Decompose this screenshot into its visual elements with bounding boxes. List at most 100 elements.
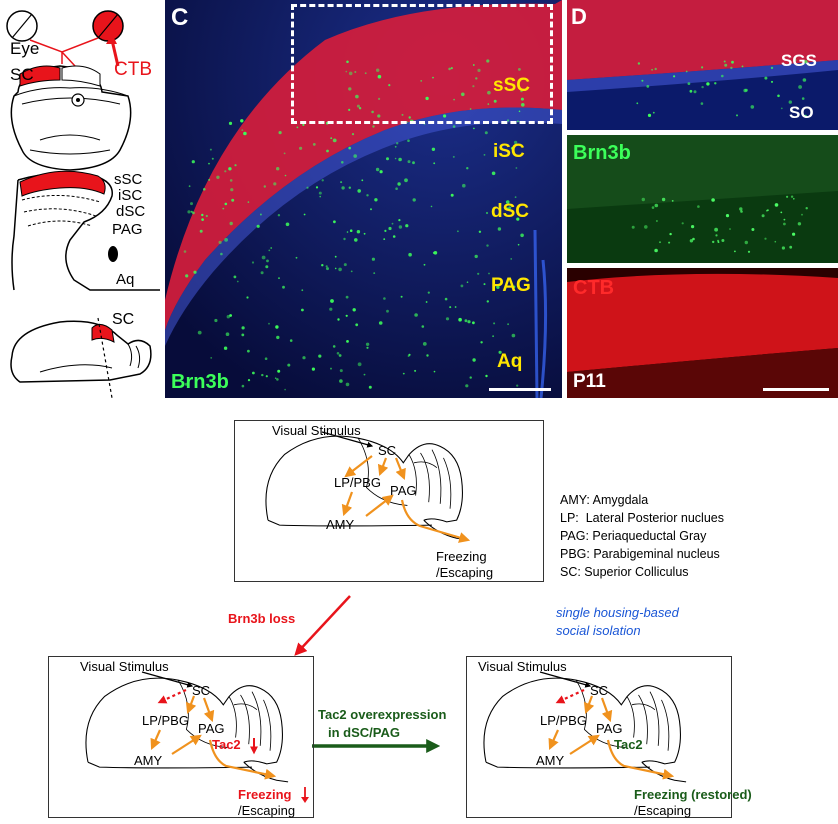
fluorescent-cell [184, 382, 188, 386]
panel-c-micrograph: C sSC iSC dSC PAG Aq Brn3b [165, 0, 562, 398]
fluorescent-cell [508, 206, 512, 209]
fluorescent-cell [326, 149, 329, 153]
fluorescent-cell [477, 68, 481, 72]
fluorescent-cell [366, 346, 369, 349]
fluorescent-cell [469, 376, 472, 379]
fluorescent-cell [201, 218, 204, 221]
fluorescent-cell [355, 94, 359, 99]
fluorescent-cell [260, 271, 264, 275]
fluorescent-cell [315, 186, 319, 189]
fluorescent-cell [761, 214, 765, 218]
fluorescent-cell [345, 295, 349, 299]
fluorescent-cell [190, 210, 193, 213]
fluorescent-cell [345, 70, 348, 73]
fluorescent-cell [414, 313, 418, 317]
fluorescent-cell [229, 314, 232, 317]
fluorescent-cell [510, 258, 512, 260]
fluorescent-cell [405, 224, 409, 228]
fluorescent-cell [466, 281, 469, 284]
fluorescent-cell [265, 265, 269, 269]
fluorescent-cell [764, 76, 768, 80]
fluorescent-cell [408, 116, 411, 119]
fluorescent-cell [197, 330, 202, 335]
fluorescent-cell [689, 239, 694, 243]
fluorescent-cell [211, 157, 214, 160]
fluorescent-cell [303, 213, 306, 216]
fluorescent-cell [278, 277, 280, 279]
fluorescent-cell [510, 283, 514, 286]
fluorescent-cell [356, 104, 360, 108]
panel-d-scalebar [763, 388, 829, 391]
fluorescent-cell [394, 145, 397, 148]
fluorescent-cell [512, 285, 516, 289]
fluorescent-cell [366, 194, 369, 197]
fluorescent-cell [450, 193, 454, 197]
fluorescent-cell [412, 198, 416, 202]
fluorescent-cell [780, 211, 783, 214]
fluorescent-cell [311, 367, 315, 371]
legend-amy: AMY: Amygdala [560, 493, 649, 507]
fluorescent-cell [517, 243, 520, 246]
fluorescent-cell [764, 237, 767, 240]
fluorescent-cell [321, 179, 324, 182]
fluorescent-cell [486, 300, 489, 303]
fluorescent-cell [337, 318, 340, 321]
label-pag-left: PAG [112, 221, 143, 238]
fluorescent-cell [514, 196, 517, 199]
fluorescent-cell [449, 306, 452, 309]
fluorescent-cell [460, 284, 464, 288]
fluorescent-cell [669, 232, 672, 236]
fluorescent-cell [496, 285, 500, 289]
fluorescent-cell [329, 307, 333, 311]
fluorescent-cell [472, 64, 475, 66]
fluorescent-cell [724, 63, 728, 67]
fluorescent-cell [224, 170, 227, 173]
br-visual-stimulus: Visual Stimulus [478, 659, 567, 674]
fluorescent-cell [330, 137, 333, 140]
fluorescent-cell [278, 131, 282, 135]
fluorescent-cell [493, 99, 497, 103]
fluorescent-cell [208, 178, 211, 181]
fluorescent-cell [241, 129, 244, 132]
isolation-line1: single housing-based [556, 605, 679, 620]
fluorescent-cell [243, 131, 247, 136]
fluorescent-cell [247, 379, 251, 382]
fluorescent-cell [505, 200, 510, 204]
fluorescent-cell [402, 372, 405, 375]
panel-c-pag: PAG [491, 275, 531, 296]
freezing-down-arrow-icon [301, 787, 309, 803]
fluorescent-cell [725, 214, 730, 218]
fluorescent-cell [781, 246, 785, 250]
fluorescent-cell [485, 374, 488, 378]
fluorescent-cell [378, 321, 383, 325]
fluorescent-cell [770, 66, 774, 70]
fluorescent-cell [264, 357, 268, 361]
fluorescent-cell [740, 210, 743, 213]
fluorescent-cell [792, 232, 796, 236]
fluorescent-cell [520, 89, 523, 93]
fluorescent-cell [472, 321, 475, 325]
fluorescent-cell [493, 322, 496, 325]
fluorescent-cell [240, 119, 244, 123]
fluorescent-cell [341, 186, 345, 190]
label-eye: Eye [10, 39, 40, 58]
fluorescent-cell [454, 306, 457, 308]
fluorescent-cell [433, 370, 436, 373]
fluorescent-cell [425, 301, 428, 303]
fluorescent-cell [398, 219, 401, 222]
fluorescent-cell [321, 264, 324, 267]
fluorescent-cell [790, 195, 794, 198]
fluorescent-cell [348, 186, 351, 189]
fluorescent-cell [636, 102, 639, 105]
fluorescent-cell [214, 318, 218, 323]
fluorescent-cell [801, 97, 805, 100]
fluorescent-cell [400, 295, 403, 298]
fluorescent-cell [361, 179, 364, 182]
fluorescent-cell [336, 352, 340, 355]
top-pag: PAG [390, 483, 417, 498]
fluorescent-cell [241, 326, 245, 330]
fluorescent-cell [365, 342, 370, 346]
fluorescent-cell [668, 241, 671, 244]
fluorescent-cell [268, 249, 271, 252]
